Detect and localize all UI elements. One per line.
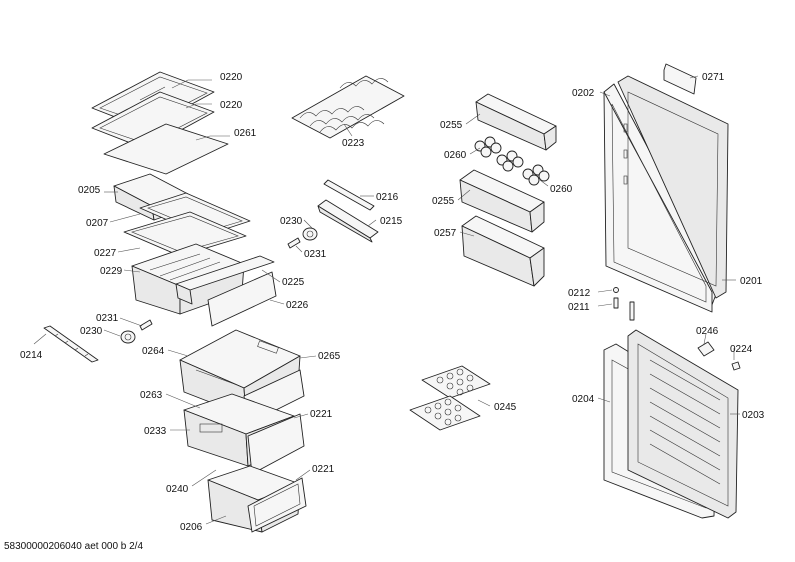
label-0245: 0245	[494, 402, 517, 413]
label-0221-bottom: 0221	[312, 464, 335, 475]
egg-tray-c	[522, 164, 550, 186]
ice-tray-lower	[409, 395, 481, 431]
label-0257: 0257	[434, 228, 457, 239]
label-0265: 0265	[318, 351, 341, 362]
label-0215: 0215	[380, 216, 403, 227]
label-0226: 0226	[286, 300, 309, 311]
door-bin-bottom	[461, 215, 545, 287]
cover-plate	[103, 123, 229, 175]
label-0224: 0224	[730, 344, 753, 355]
door-bin-top	[475, 93, 557, 151]
label-plate	[663, 63, 697, 95]
label-0263: 0263	[140, 390, 163, 401]
label-0260-left: 0260	[444, 150, 467, 161]
label-0240: 0240	[166, 484, 189, 495]
label-0204: 0204	[572, 394, 595, 405]
screw-fitting	[613, 287, 619, 309]
document-code: 58300000206040 aet 000 b 2/4	[4, 541, 144, 552]
label-0225: 0225	[282, 277, 305, 288]
freezer-door	[627, 329, 739, 519]
label-0220-second: 0220	[220, 100, 243, 111]
shelf-glass-lower	[123, 211, 247, 257]
front-panel	[207, 271, 277, 327]
label-0255-top: 0255	[440, 120, 463, 131]
egg-tray-b	[496, 150, 524, 172]
label-0216: 0216	[376, 192, 399, 203]
bottle-rack	[291, 75, 405, 139]
label-0229: 0229	[100, 266, 123, 277]
label-0231-left: 0231	[96, 313, 119, 324]
label-0261: 0261	[234, 128, 257, 139]
fridge-door	[617, 75, 729, 299]
label-0211: 0211	[568, 302, 590, 313]
hinge-strip	[43, 325, 99, 363]
label-0205: 0205	[78, 185, 101, 196]
roller-middle	[302, 227, 318, 241]
clip-part	[731, 361, 741, 371]
fridge-door-gasket	[603, 83, 721, 313]
label-0230-middle: 0230	[280, 216, 303, 227]
label-0201: 0201	[740, 276, 763, 287]
pin-left	[139, 319, 153, 331]
label-0231-middle: 0231	[304, 249, 327, 260]
freezer-drawer-front-bottom	[247, 477, 307, 533]
label-0227: 0227	[94, 248, 117, 259]
roller-left	[120, 330, 136, 344]
label-0233: 0233	[144, 426, 167, 437]
pin-middle	[287, 237, 301, 249]
label-0246: 0246	[696, 326, 719, 337]
drawer-front-upper	[175, 255, 275, 305]
label-0220-top: 0220	[220, 72, 243, 83]
ice-tray-upper	[421, 365, 491, 399]
label-0202: 0202	[572, 88, 595, 99]
hinge-bracket	[697, 341, 715, 357]
label-0206: 0206	[180, 522, 203, 533]
label-0264: 0264	[142, 346, 165, 357]
telescopic-slide	[317, 199, 379, 243]
freezer-drawer-front-middle	[247, 413, 305, 475]
label-0212: 0212	[568, 288, 591, 299]
label-0230-left: 0230	[80, 326, 103, 337]
label-0271: 0271	[702, 72, 725, 83]
label-0203: 0203	[742, 410, 765, 421]
leader-lines	[33, 75, 740, 525]
door-bin-middle	[459, 169, 545, 233]
label-0207: 0207	[86, 218, 109, 229]
label-0260-right: 0260	[550, 184, 573, 195]
label-0221-middle: 0221	[310, 409, 333, 420]
label-0214: 0214	[20, 350, 43, 361]
label-0255-middle: 0255	[432, 196, 455, 207]
label-0223: 0223	[342, 138, 365, 149]
guide-rail	[323, 179, 375, 211]
part-labels: 0220 0220 0261 0205 0207 0227 0229 0225 …	[20, 72, 765, 533]
screw-small	[629, 301, 635, 321]
egg-tray-a	[474, 136, 502, 158]
